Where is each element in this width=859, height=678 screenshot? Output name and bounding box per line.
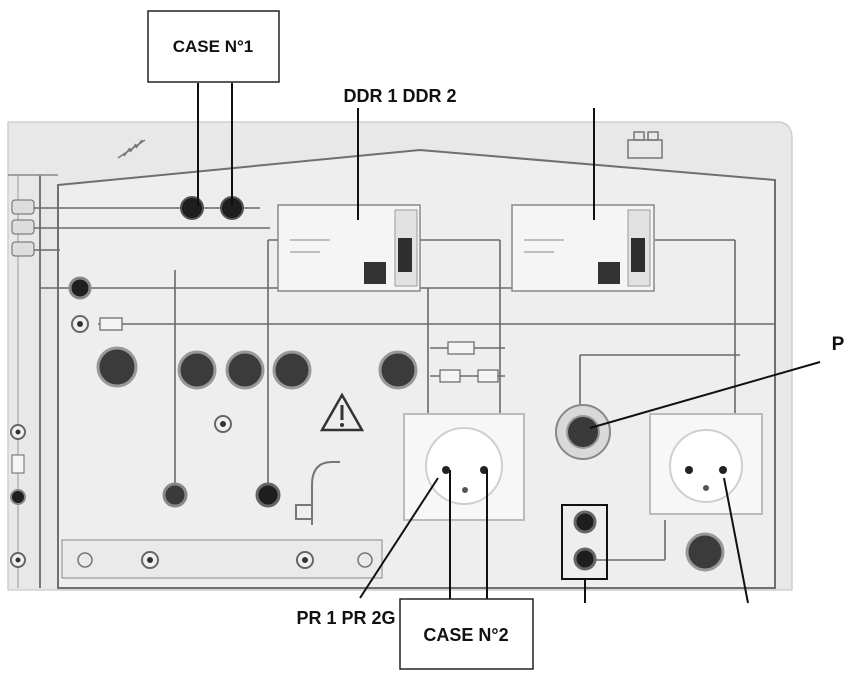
p-label: P: [832, 334, 845, 355]
small-sockets: [162, 415, 281, 508]
push-buttons: [96, 346, 725, 572]
pilot-button: [555, 404, 611, 460]
warning-triangle-icon: [319, 392, 365, 432]
fuse-symbols: [99, 317, 499, 383]
case2-jacks-frame: [561, 504, 608, 580]
case1-label-box: [147, 10, 280, 83]
faucet-icon: [295, 461, 340, 525]
case1-label: CASE N°1: [173, 37, 253, 56]
training-panel: [7, 121, 793, 591]
right-socket-pointer: [723, 477, 749, 604]
p-pointer: [589, 361, 821, 429]
bottom-terminal-strip: [61, 539, 383, 579]
ddr-label: DDR 1 DDR 2: [343, 86, 456, 106]
case1-jack-left: [180, 196, 204, 220]
case2-label: CASE N°2: [423, 625, 508, 645]
annotation-pointers: [197, 83, 821, 604]
left-connectors: [10, 199, 92, 568]
ddr1-breaker: [277, 204, 421, 292]
wall-socket-right: [649, 413, 763, 515]
pr1-pointer: [359, 477, 439, 599]
case2-jacks: [573, 510, 597, 571]
antenna-icon: [117, 139, 146, 159]
house-icon: [627, 131, 663, 159]
pr-label: PR 1 PR 2G: [296, 608, 395, 628]
case2-label-box: [399, 598, 534, 670]
ddr2-breaker: [511, 204, 655, 292]
wall-socket-left: [403, 413, 525, 521]
